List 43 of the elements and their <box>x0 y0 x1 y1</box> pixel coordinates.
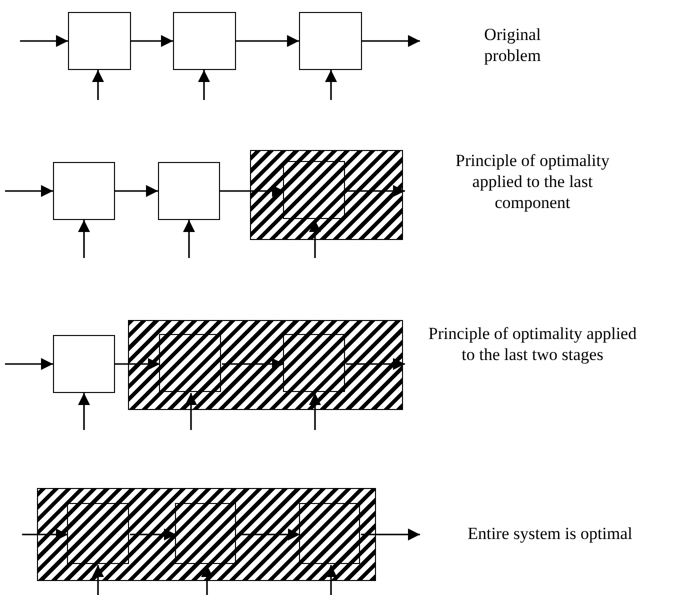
block-box <box>173 12 236 70</box>
block-box <box>283 161 346 220</box>
arrow <box>309 393 321 430</box>
stage-caption: Principle of optimality applied to the last component <box>454 150 610 213</box>
arrow <box>78 220 90 258</box>
arrow <box>92 565 104 595</box>
arrow <box>130 528 176 540</box>
arrow <box>362 35 420 47</box>
arrow <box>131 35 173 47</box>
arrow <box>5 185 53 197</box>
stage-caption: Principle of optimality applied to the last two stages <box>427 323 638 365</box>
arrow <box>198 70 210 100</box>
arrow <box>92 70 104 100</box>
stage-caption: Original problem <box>483 24 542 66</box>
arrow <box>236 35 299 47</box>
arrow <box>309 220 321 258</box>
arrow <box>22 528 68 540</box>
arrow <box>346 185 405 197</box>
stage-caption: Entire system is optimal <box>466 523 634 544</box>
hatched-region <box>250 150 403 240</box>
arrow <box>185 393 197 430</box>
arrow <box>20 35 68 47</box>
arrow <box>78 393 90 430</box>
block-box <box>53 335 115 393</box>
block-box <box>68 12 131 70</box>
arrow <box>183 220 195 258</box>
arrow <box>237 528 300 540</box>
arrow <box>222 358 284 370</box>
arrow <box>325 565 337 595</box>
block-box <box>299 12 362 70</box>
block-box <box>158 162 220 220</box>
arrow <box>325 70 337 100</box>
block-box <box>159 334 222 392</box>
arrow <box>115 185 158 197</box>
hatched-region <box>37 488 376 581</box>
block-box <box>283 334 346 392</box>
block-box <box>53 162 115 220</box>
arrow <box>5 358 53 370</box>
block-box <box>67 503 130 564</box>
block-box <box>175 503 236 564</box>
hatched-region <box>128 320 403 410</box>
arrow <box>201 565 213 595</box>
block-box <box>299 503 360 564</box>
